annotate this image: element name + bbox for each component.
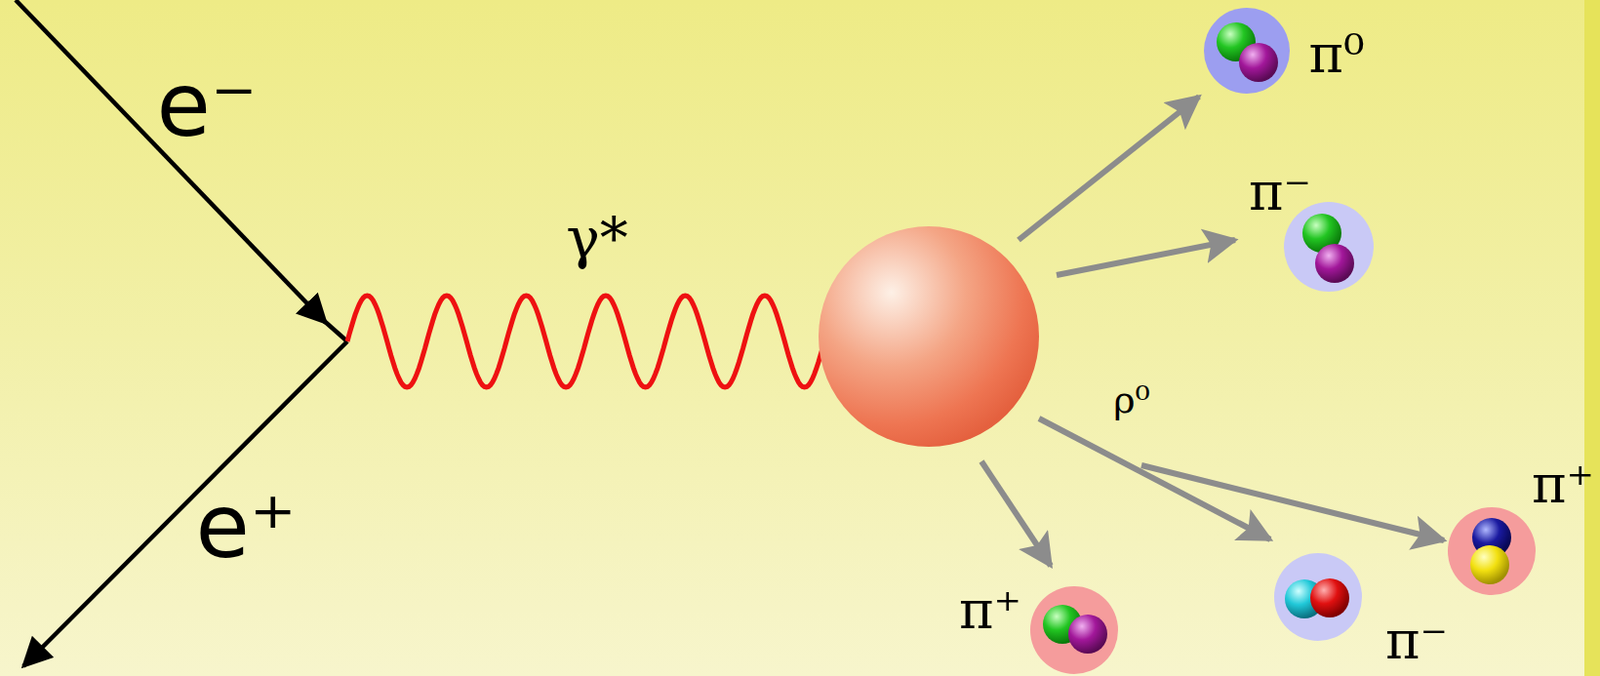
pion-particle: π⁻: [1283, 201, 1374, 292]
particle-label: π⁺: [1531, 458, 1595, 512]
pion-circle: [1203, 7, 1290, 94]
particle-label: π⁻: [1248, 165, 1312, 219]
pion-particle: π⁺: [1447, 507, 1536, 596]
positron-label: e⁺: [196, 482, 297, 571]
electron-label: e⁻: [157, 61, 258, 150]
pion-particle: π⁻: [1274, 553, 1362, 641]
pion-particle: π⁺: [1030, 586, 1119, 675]
particle-label: π⁰: [1308, 28, 1364, 81]
particle-label: π⁻: [1385, 614, 1448, 668]
pion-circle: [1447, 507, 1536, 596]
pion-particle: π⁰: [1203, 7, 1290, 94]
pion-circle: [1030, 586, 1119, 675]
particle-label: π⁺: [959, 584, 1022, 638]
pion-circle: [1274, 553, 1362, 641]
photon-label: γ*: [565, 209, 629, 267]
rho-label: ρ⁰: [1113, 381, 1151, 419]
